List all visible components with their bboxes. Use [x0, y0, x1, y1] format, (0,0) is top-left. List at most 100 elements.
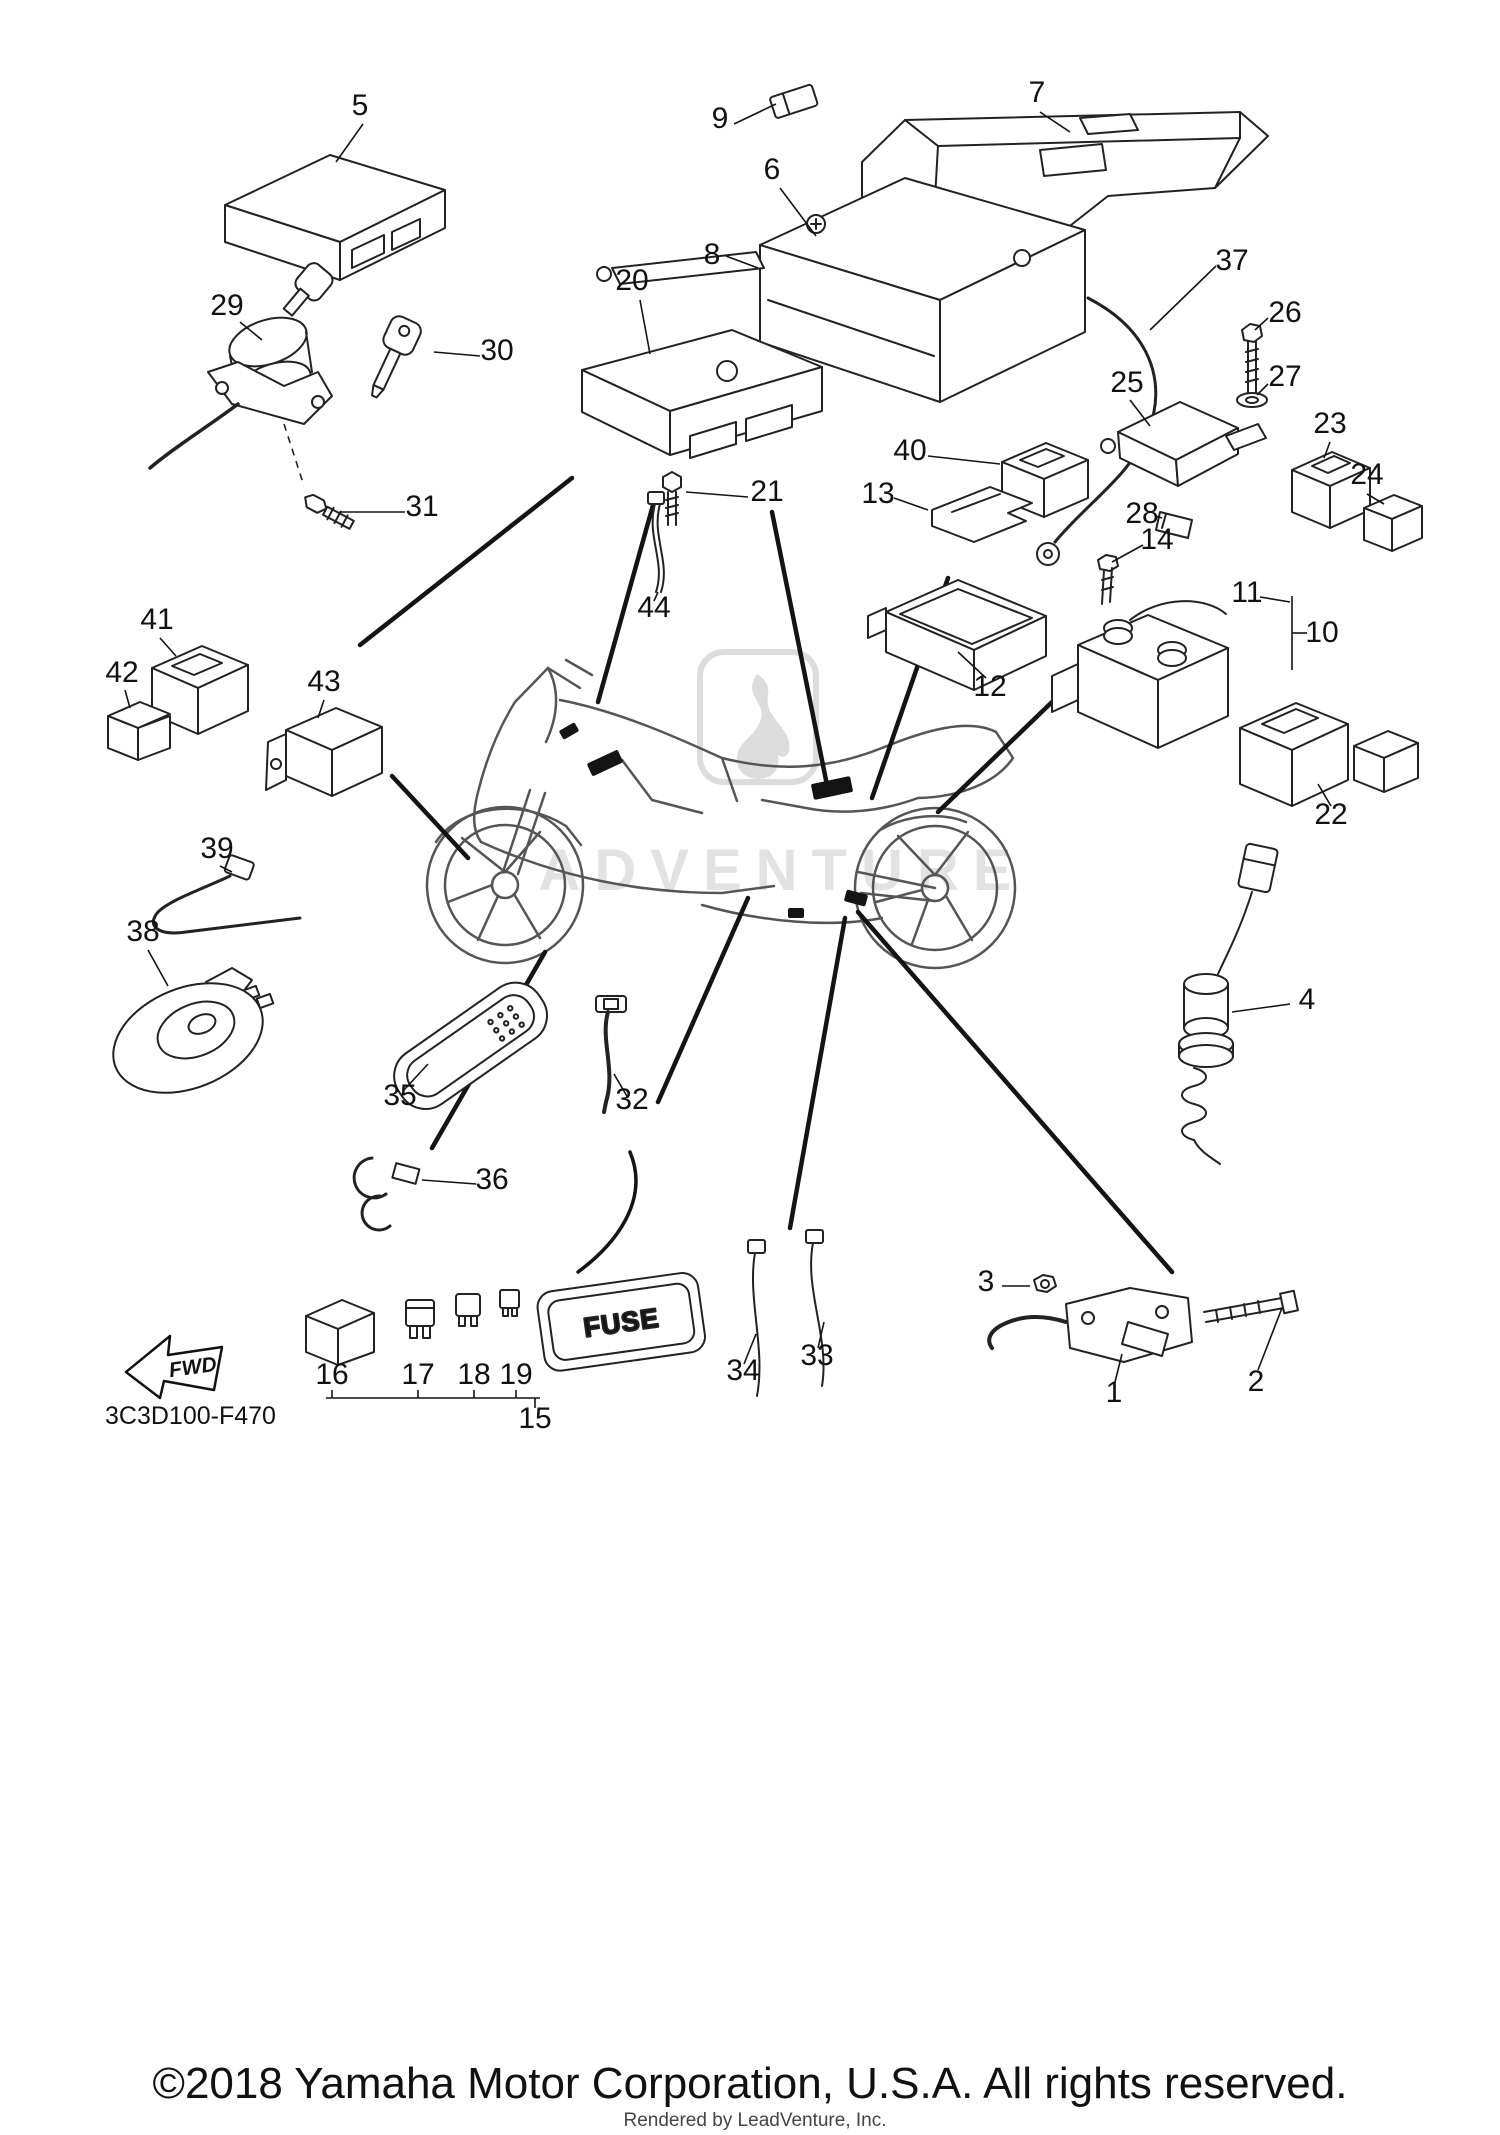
part-12-battery-box — [867, 579, 1047, 691]
watermark-frame — [697, 649, 819, 785]
callout-17: 17 — [401, 1358, 434, 1391]
callout-19: 19 — [499, 1358, 532, 1391]
part-44-cable-tie — [647, 491, 665, 593]
part-15-fuse-box: FUSE — [536, 1272, 706, 1372]
callout-11: 11 — [1231, 576, 1262, 609]
callout-36: 36 — [475, 1163, 508, 1196]
callout-28: 28 — [1125, 497, 1158, 530]
part-32-band — [595, 995, 627, 1114]
part-34-cable-tie — [747, 1239, 766, 1397]
harness-mark — [811, 776, 853, 800]
part-25-sensor — [1100, 401, 1267, 487]
part-39-lead-wire — [151, 854, 302, 935]
part-17-fuse — [405, 1299, 435, 1339]
callout-35: 35 — [383, 1079, 416, 1112]
ignition-switch-dashed-line — [283, 423, 305, 487]
part-38-horn — [112, 967, 275, 1094]
part-18-fuse — [455, 1293, 481, 1327]
callout-3: 3 — [978, 1265, 995, 1298]
part-22-relay-assy — [1239, 702, 1419, 807]
part-43-relay — [265, 707, 383, 797]
part-13-bracket — [931, 486, 1033, 543]
callout-26: 26 — [1268, 296, 1301, 329]
part-36-clamp — [352, 1156, 421, 1232]
part-26-bolt — [1241, 323, 1263, 393]
part-20-ecu — [581, 329, 823, 459]
callout-2: 2 — [1248, 1365, 1265, 1398]
callout-6: 6 — [764, 153, 781, 186]
callout-31: 31 — [405, 490, 438, 523]
watermark-text: ADVENTURE — [539, 838, 1026, 903]
part-16-relay — [305, 1299, 375, 1366]
callout-34: 34 — [726, 1354, 759, 1387]
callout-33: 33 — [800, 1339, 833, 1372]
harness-mark — [788, 908, 804, 918]
part-35-tool-pouch — [393, 981, 548, 1110]
part-9-clip — [769, 83, 819, 119]
callout-7: 7 — [1029, 76, 1046, 109]
watermark-flame-icon — [736, 674, 790, 779]
fwd-arrow: FWD — [124, 1334, 224, 1400]
part-8-terminal-plate — [596, 251, 765, 285]
part-31-bolt — [304, 493, 355, 530]
callout-22: 22 — [1314, 798, 1347, 831]
callout-14: 14 — [1140, 523, 1173, 556]
part-40-relay — [1001, 442, 1089, 518]
callout-4: 4 — [1299, 983, 1316, 1016]
drawing-code: 3C3D100-F470 — [105, 1402, 276, 1430]
part-14-bolt — [1097, 554, 1119, 605]
callout-25: 25 — [1110, 366, 1143, 399]
callout-23: 23 — [1313, 407, 1346, 440]
callout-24: 24 — [1350, 458, 1383, 491]
motorcycle-illustration — [425, 658, 1017, 970]
part-24-relay — [1363, 494, 1423, 552]
part-21-bolt — [662, 471, 682, 526]
callout-42: 42 — [105, 656, 138, 689]
callout-1: 1 — [1106, 1376, 1123, 1409]
harness-mark — [844, 889, 868, 907]
callout-numbers: 5 9 7 6 8 37 20 26 29 30 27 25 23 40 24 … — [105, 76, 1383, 1435]
callout-5: 5 — [352, 89, 369, 122]
part-23-relay — [1291, 451, 1371, 529]
part-42-relay — [107, 701, 171, 761]
callout-12: 12 — [973, 670, 1006, 703]
callout-8: 8 — [704, 238, 721, 271]
callout-43: 43 — [307, 665, 340, 698]
callout-21: 21 — [750, 475, 783, 508]
part-30-key — [370, 315, 422, 399]
harness-mark — [587, 750, 623, 776]
callout-20: 20 — [615, 264, 648, 297]
callout-30: 30 — [480, 334, 513, 367]
watermark: ADVENTURE — [539, 649, 1026, 903]
callout-32: 32 — [615, 1083, 648, 1116]
callout-40: 40 — [893, 434, 926, 467]
part-19-fuse — [499, 1289, 520, 1317]
callout-15: 15 — [518, 1402, 551, 1435]
callout-27: 27 — [1268, 360, 1301, 393]
part-41-relay — [151, 645, 249, 735]
part-4-sensor — [1178, 842, 1279, 1165]
part-5-ecu — [224, 154, 446, 281]
harness-mark — [559, 722, 579, 740]
part-27-washer — [1236, 392, 1268, 408]
callout-9: 9 — [712, 102, 729, 135]
callout-44: 44 — [637, 591, 670, 624]
callout-37: 37 — [1215, 244, 1248, 277]
harness-routing-lines — [357, 475, 1175, 1275]
part-10-11-starter-relay — [1051, 600, 1229, 749]
callout-13: 13 — [861, 477, 894, 510]
callout-38: 38 — [126, 915, 159, 948]
rendered-by-text: Rendered by LeadVenture, Inc. — [623, 2110, 886, 2131]
part-28-clip — [1155, 511, 1193, 539]
part-1-2-3-switch-assy — [987, 1274, 1299, 1363]
part-6-battery — [759, 177, 1086, 403]
callout-16: 16 — [315, 1358, 348, 1391]
callout-29: 29 — [210, 289, 243, 322]
copyright-text: ©2018 Yamaha Motor Corporation, U.S.A. A… — [153, 2059, 1348, 2108]
callout-41: 41 — [140, 603, 173, 636]
part-33-cable-tie — [805, 1229, 825, 1387]
leader-lines — [124, 103, 1385, 1408]
callout-10: 10 — [1305, 616, 1338, 649]
